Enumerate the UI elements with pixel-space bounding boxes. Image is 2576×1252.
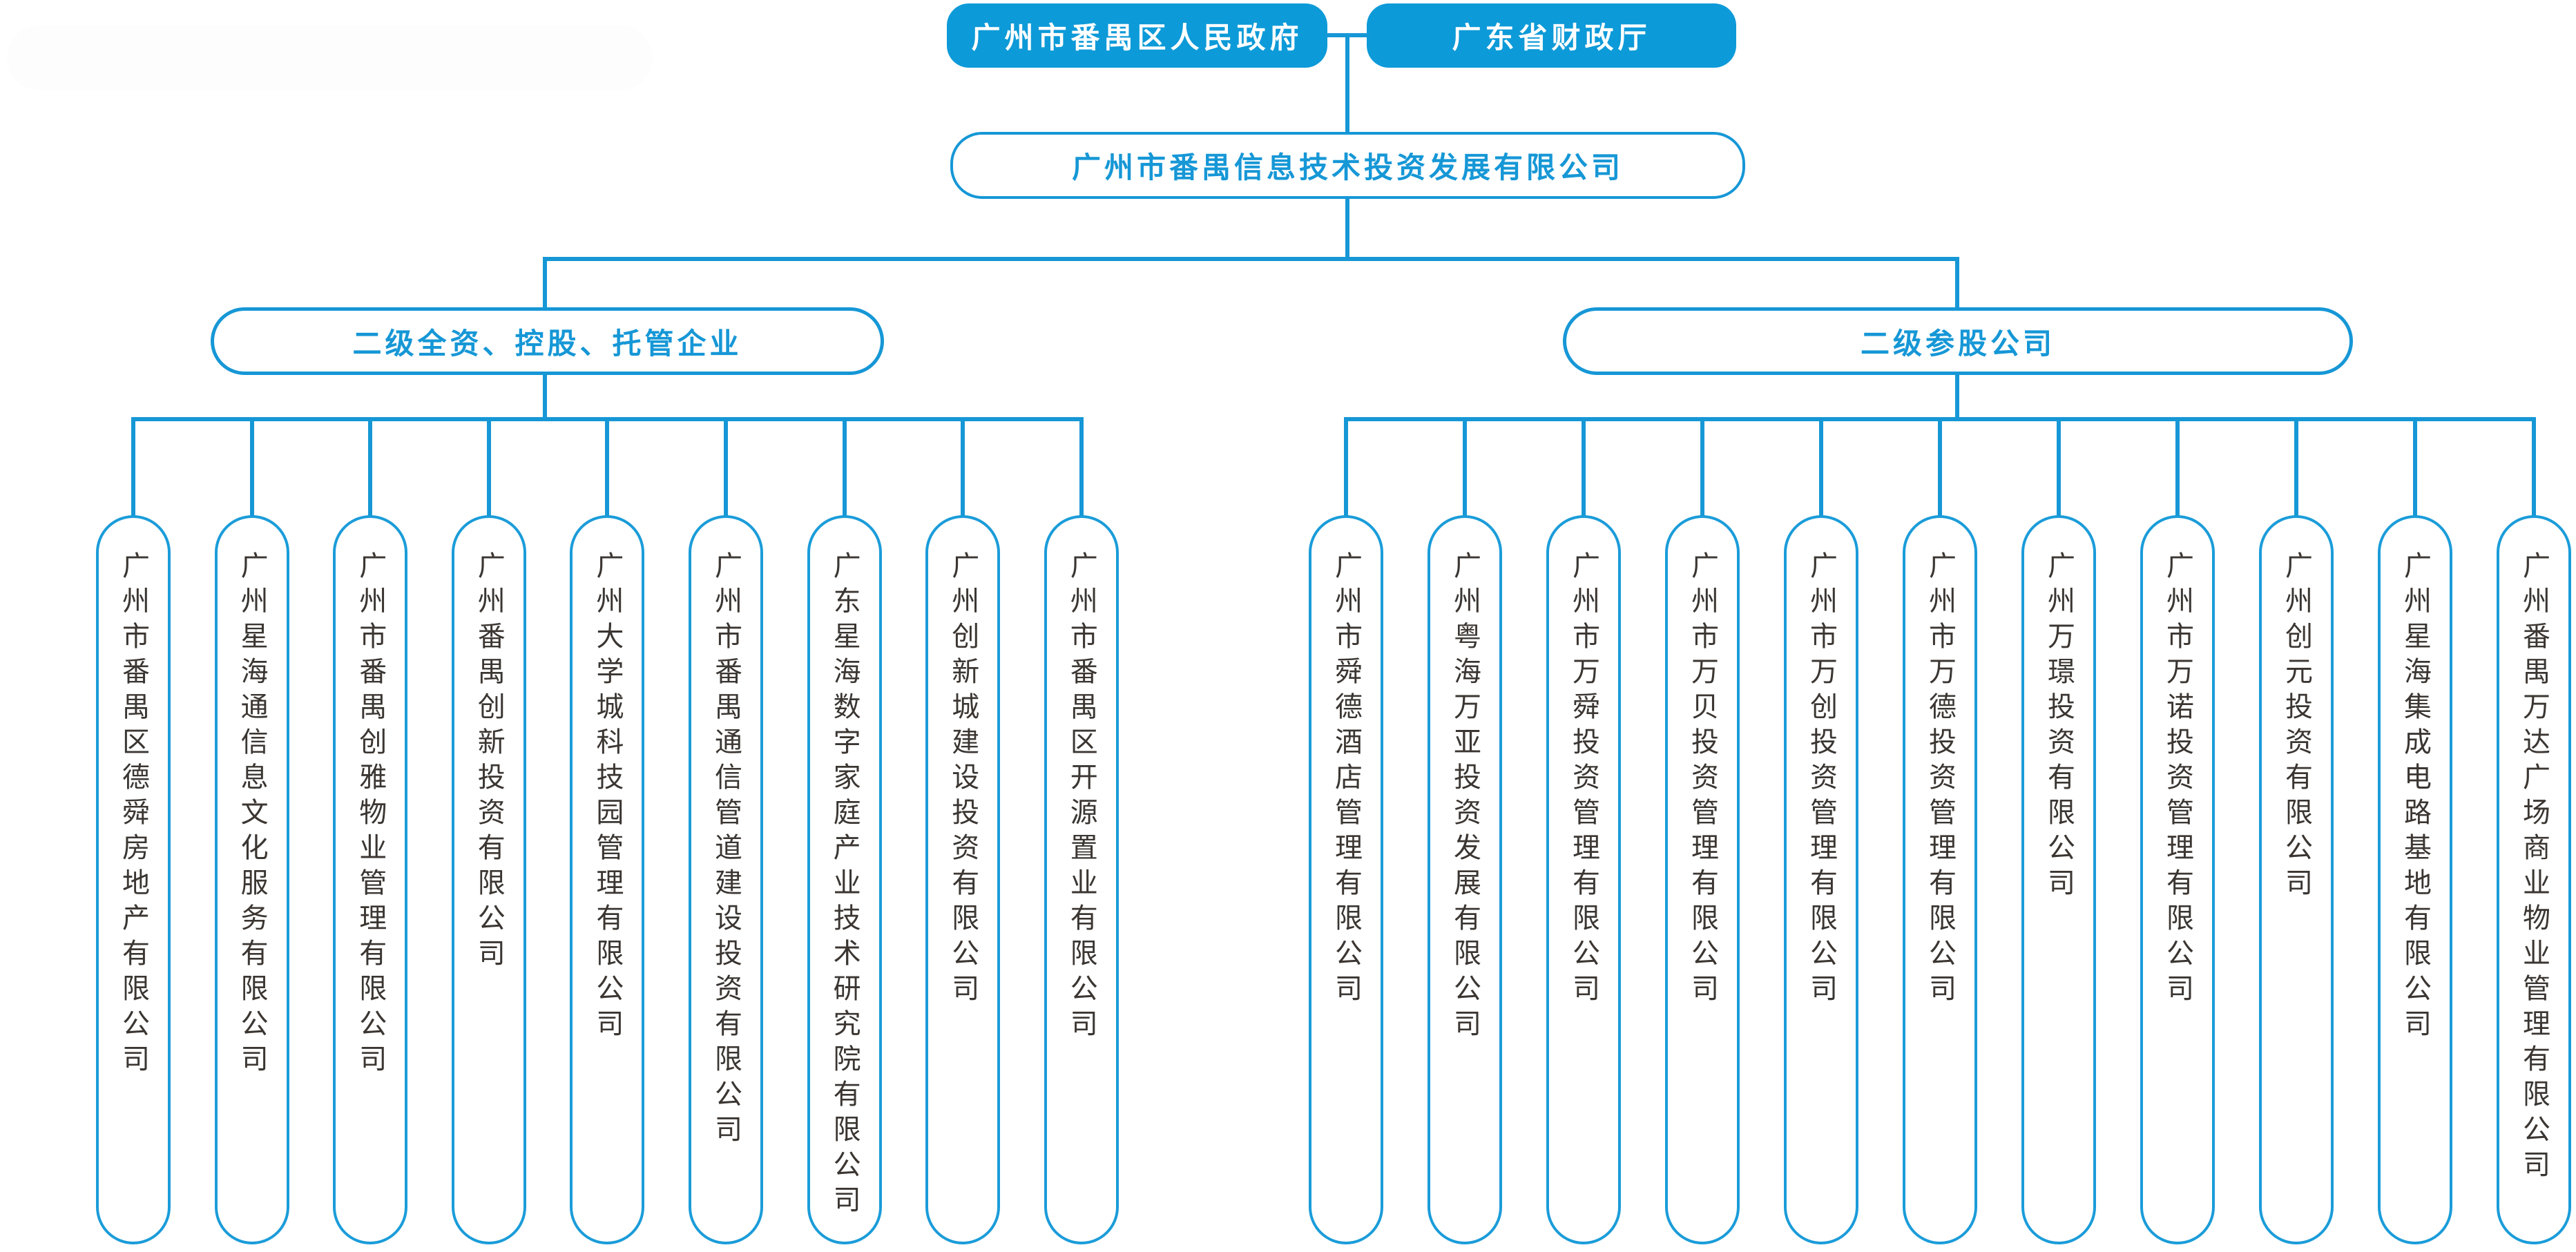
subsidiary-capsule: 广州大学城科技园管理有限公司 (570, 515, 645, 1244)
connector-capsule-stub (131, 418, 135, 522)
subsidiary-name: 广州市万德投资管理有限公司 (1925, 551, 1955, 1009)
connector-capsule-stub (2294, 418, 2298, 522)
subsidiary-capsule: 广州市万诺投资管理有限公司 (2140, 515, 2215, 1244)
connector-capsule-stub (961, 418, 965, 522)
connector-capsule-stub (724, 418, 728, 522)
connector-capsule-stub (2413, 418, 2417, 522)
subsidiary-name: 广州万璟投资有限公司 (2044, 551, 2074, 903)
subsidiary-name: 广州粤海万亚投资发展有限公司 (1450, 551, 1480, 1044)
subsidiary-capsule: 广州市番禺通信管道建设投资有限公司 (689, 515, 763, 1244)
subsidiary-name: 广州市万舜投资管理有限公司 (1568, 551, 1599, 1009)
subsidiary-capsule: 广州市番禺区德舜房地产有限公司 (96, 515, 171, 1244)
subsidiary-name: 广州市番禺创雅物业管理有限公司 (355, 551, 386, 1079)
connector-parents-down (1345, 33, 1349, 135)
connector-capsule-stub (1700, 418, 1704, 522)
branch-label-wholly-owned: 二级全资、控股、托管企业 (211, 307, 884, 375)
subsidiary-name: 广州创元投资有限公司 (2281, 551, 2311, 903)
subsidiary-capsule: 广州市万贝投资管理有限公司 (1665, 515, 1740, 1244)
subsidiary-name: 广东星海数字家庭产业技术研究院有限公司 (829, 551, 860, 1220)
subsidiary-capsule: 广州创元投资有限公司 (2259, 515, 2334, 1244)
subsidiary-capsule: 广州市番禺创雅物业管理有限公司 (333, 515, 408, 1244)
subsidiary-capsule: 广州星海集成电路基地有限公司 (2378, 515, 2452, 1244)
subsidiary-name: 广州番禺创新投资有限公司 (473, 551, 504, 974)
branch-label-equity-participation: 二级参股公司 (1563, 307, 2353, 375)
subsidiary-name: 广州大学城科技园管理有限公司 (592, 551, 623, 1044)
connector-right-label-stub (1955, 374, 1959, 419)
connector-company-down (1345, 196, 1349, 258)
company-box: 广州市番禺信息技术投资发展有限公司 (950, 132, 1745, 199)
subsidiary-name: 广州市番禺区开源置业有限公司 (1066, 551, 1097, 1044)
subsidiary-capsule: 广州粤海万亚投资发展有限公司 (1428, 515, 1502, 1244)
subsidiary-name: 广州市万诺投资管理有限公司 (2162, 551, 2193, 1009)
subsidiary-capsule: 广州市万舜投资管理有限公司 (1546, 515, 1621, 1244)
connector-capsule-stub (1819, 418, 1823, 522)
connector-capsule-stub (486, 418, 491, 522)
connector-capsule-stub (1079, 418, 1084, 522)
connector-branch-spread (543, 257, 1959, 261)
connector-capsule-stub (368, 418, 373, 522)
subsidiary-capsule: 广州万璟投资有限公司 (2021, 515, 2096, 1244)
connector-capsule-stub (2532, 418, 2536, 522)
connector-capsule-stub (1344, 418, 1348, 522)
subsidiary-capsule: 广州星海通信息文化服务有限公司 (214, 515, 289, 1244)
connector-capsule-stub (605, 418, 610, 522)
connector-branch-left-drop (543, 257, 547, 309)
subsidiary-capsule: 广州市番禺区开源置业有限公司 (1044, 515, 1119, 1244)
subsidiary-capsule: 广东星海数字家庭产业技术研究院有限公司 (807, 515, 882, 1244)
subsidiary-capsule: 广州番禺万达广场商业物业管理有限公司 (2497, 515, 2571, 1244)
subsidiary-name: 广州星海集成电路基地有限公司 (2400, 551, 2430, 1044)
subsidiary-capsule: 广州创新城建设投资有限公司 (925, 515, 1001, 1244)
subsidiary-name: 广州市番禺通信管道建设投资有限公司 (711, 551, 741, 1150)
subsidiary-capsule: 广州番禺创新投资有限公司 (451, 515, 526, 1244)
connector-capsule-stub (842, 418, 847, 522)
ghost-watermark-pill (7, 26, 653, 90)
subsidiary-name: 广州创新城建设投资有限公司 (948, 551, 979, 1009)
subsidiary-name: 广州番禺万达广场商业物业管理有限公司 (2519, 551, 2549, 1185)
subsidiary-name: 广州市万贝投资管理有限公司 (1687, 551, 1718, 1009)
connector-capsule-stub (1463, 418, 1467, 522)
connector-capsule-stub (2175, 418, 2180, 522)
subsidiary-name: 广州星海通信息文化服务有限公司 (236, 551, 267, 1079)
connector-capsule-stub (1938, 418, 1942, 522)
connector-branch-right-drop (1955, 257, 1959, 309)
connector-capsule-stub (249, 418, 254, 522)
parent-box-finance-department: 广东省财政厅 (1367, 3, 1736, 68)
connector-left-label-stub (543, 374, 547, 419)
subsidiary-capsule: 广州市万创投资管理有限公司 (1784, 515, 1858, 1244)
subsidiary-capsule: 广州市万德投资管理有限公司 (1903, 515, 1977, 1244)
subsidiary-name: 广州市万创投资管理有限公司 (1806, 551, 1836, 1009)
subsidiary-name: 广州市番禺区德舜房地产有限公司 (118, 551, 148, 1079)
subsidiary-capsule: 广州市舜德酒店管理有限公司 (1309, 515, 1383, 1244)
subsidiary-name: 广州市舜德酒店管理有限公司 (1331, 551, 1361, 1009)
connector-capsule-stub (2057, 418, 2061, 522)
connector-capsule-stub (1582, 418, 1586, 522)
parent-box-government: 广州市番禺区人民政府 (947, 3, 1327, 68)
